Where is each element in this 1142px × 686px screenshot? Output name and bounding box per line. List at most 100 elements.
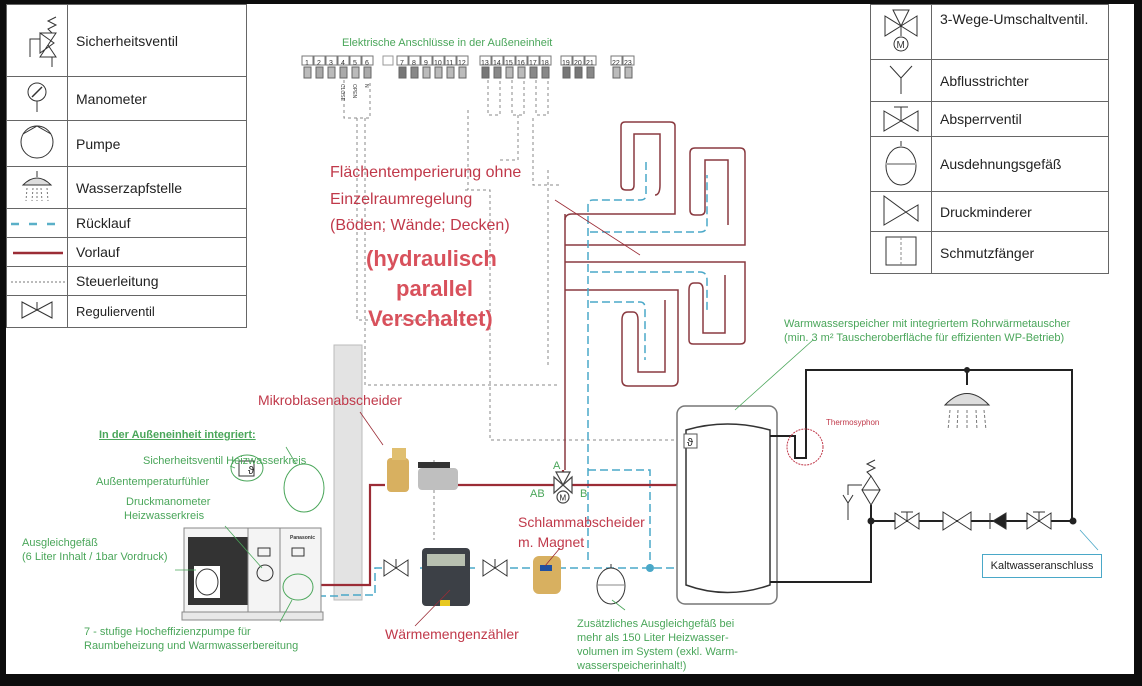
terminal-box xyxy=(444,55,457,66)
terminal-number: 12 xyxy=(458,60,466,67)
regulating-valve-icon xyxy=(6,295,68,328)
terminal-box xyxy=(527,55,540,66)
terminal-box xyxy=(539,55,552,66)
parallel-note-3: Verschaltet) xyxy=(368,306,493,331)
wall xyxy=(333,344,363,601)
terminal-connector xyxy=(458,66,467,79)
terminal-connector xyxy=(398,66,407,79)
terminal-connector xyxy=(529,66,538,79)
terminal-number: 6 xyxy=(365,60,369,67)
legend-label: 3-Wege-Umschaltventil. xyxy=(931,4,1109,60)
expansion-vessel-label-1: Ausgleichgefäß xyxy=(22,537,98,549)
terminal-box xyxy=(408,55,421,66)
legend-label: Rücklauf xyxy=(67,208,247,238)
terminal-box xyxy=(479,55,492,66)
heat-meter-label: Wärmemengenzähler xyxy=(385,626,519,642)
parallel-note-1: (hydraulisch xyxy=(366,246,497,271)
extra-vessel-label-2: mehr als 150 Liter Heizwasser- xyxy=(577,632,729,644)
terminal-connector xyxy=(541,66,550,79)
terminal-number: 8 xyxy=(412,60,416,67)
legend-label: Sicherheitsventil xyxy=(67,4,247,77)
pressure-reducer-icon xyxy=(870,191,932,232)
terminal-box xyxy=(361,55,374,66)
terminal-strip xyxy=(301,55,635,79)
safety-valve-icon xyxy=(6,4,68,77)
terminal-connector xyxy=(315,66,324,79)
terminal-connector xyxy=(303,66,312,79)
terminal-number: 2 xyxy=(317,60,321,67)
wire-label: OPEN xyxy=(350,84,357,99)
cold-water-connection-label: Kaltwasseranschluss xyxy=(982,554,1102,578)
hydraulic-diagram: M xyxy=(6,4,1134,674)
terminal-number: 15 xyxy=(505,60,513,67)
safety-valve-label: Sicherheitsventil Heizwasserkreis xyxy=(143,455,307,467)
floor-heating-loops xyxy=(564,121,746,470)
terminal-connector xyxy=(410,66,419,79)
terminal-number: 21 xyxy=(586,60,594,67)
parallel-note-2: parallel xyxy=(396,276,474,301)
terminal-connector xyxy=(351,66,360,79)
storage-tank xyxy=(676,405,778,605)
valve-port-ab: AB xyxy=(530,488,545,500)
expansion-vessel-label-2: (6 Liter Inhalt / 1bar Vordruck) xyxy=(22,551,168,563)
terminal-box xyxy=(325,55,338,66)
terminal-box xyxy=(491,55,504,66)
wire-label: N xyxy=(362,84,369,88)
brand-label: Panasonic xyxy=(290,535,316,541)
terminal-box xyxy=(349,55,362,66)
legend-label: Steuerleitung xyxy=(67,266,247,296)
terminal-connector xyxy=(481,66,490,79)
legend-label: Schmutzfänger xyxy=(931,231,1109,274)
terminal-connector xyxy=(505,66,514,79)
outdoor-sensor-label: Außentemperaturfühler xyxy=(96,476,210,488)
terminal-number: 3 xyxy=(329,60,333,67)
pump-icon xyxy=(6,120,68,167)
legend-label: Manometer xyxy=(67,76,247,121)
micro-bubble-separator xyxy=(387,448,458,492)
terminal-number: 20 xyxy=(574,60,582,67)
terminal-connector xyxy=(363,66,372,79)
legend-label: Pumpe xyxy=(67,120,247,167)
terminal-box xyxy=(313,55,326,66)
legend-row: Sicherheitsventil xyxy=(6,4,247,77)
terminal-connector xyxy=(624,66,633,79)
terminal-number: 1 xyxy=(305,60,309,67)
leader-lines xyxy=(175,199,1099,627)
legend-label: Ausdehnungsgefäß xyxy=(931,136,1109,192)
sludge-separator-label-1: Schlammabscheider xyxy=(518,514,645,530)
terminal-connector xyxy=(586,66,595,79)
sludge-separator xyxy=(533,556,561,594)
shower-head xyxy=(943,393,991,431)
terminal-box xyxy=(610,55,623,66)
expansion-vessel-icon xyxy=(870,136,932,192)
terminal-box xyxy=(432,55,445,66)
legend-label: Abflusstrichter xyxy=(931,59,1109,102)
terminal-connector xyxy=(517,66,526,79)
valve-port-b: B xyxy=(580,488,588,500)
pressure-gauge-icon xyxy=(6,76,68,121)
shutoff-valve-icon xyxy=(870,101,932,137)
pressure-gauge-label-1: Druckmanometer xyxy=(126,496,211,508)
tank-sensor-symbol: ϑ xyxy=(687,437,694,449)
terminal-box xyxy=(560,55,573,66)
floor-heating-label-2: Einzelraumregelung xyxy=(330,191,473,208)
extra-vessel-label-3: volumen im System (exkl. Warm- xyxy=(577,646,738,658)
three-way-valve: M xyxy=(553,471,573,504)
pressure-gauge-label-2: Heizwasserkreis xyxy=(124,510,205,522)
terminal-box xyxy=(301,55,314,66)
terminal-number: 19 xyxy=(562,60,570,67)
pump-label-1: 7 - stufige Hocheffizienzpumpe für xyxy=(84,626,251,638)
valve-port-a: A xyxy=(553,460,561,472)
heating-valves xyxy=(383,559,508,577)
svg-text:M: M xyxy=(897,40,905,51)
terminal-number: 9 xyxy=(424,60,428,67)
terminal-connector xyxy=(339,66,348,79)
terminal-box xyxy=(456,55,469,66)
dhw-valve-chain xyxy=(842,459,1052,531)
outdoor-unit-heading: In der Außeneinheit integriert: xyxy=(99,429,256,441)
terminal-connector xyxy=(612,66,621,79)
floor-heating-label-3: (Böden; Wände; Decken) xyxy=(330,217,510,234)
diagram-lines: M xyxy=(175,55,1099,627)
outdoor-heat-pump xyxy=(181,454,325,621)
legend-label: Absperrventil xyxy=(931,101,1109,137)
